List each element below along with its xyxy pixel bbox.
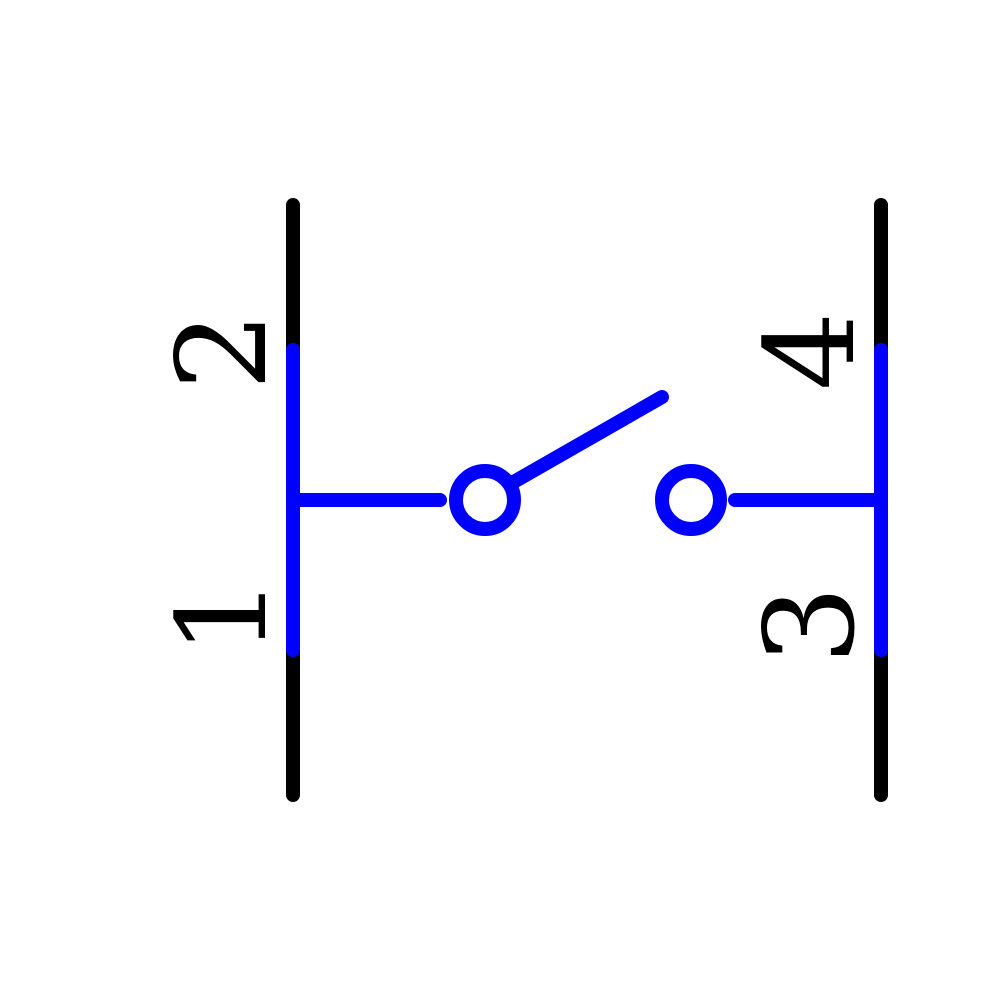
pin-label-4: 4 xyxy=(739,312,883,391)
pin-label-1: 1 xyxy=(151,577,295,656)
switch-lever xyxy=(503,390,669,491)
left-contact-icon xyxy=(449,464,521,536)
pin-label-2: 2 xyxy=(151,312,295,391)
pin-label-3: 3 xyxy=(739,586,883,665)
right-contact-icon xyxy=(655,464,727,536)
switch-symbol xyxy=(286,343,888,657)
